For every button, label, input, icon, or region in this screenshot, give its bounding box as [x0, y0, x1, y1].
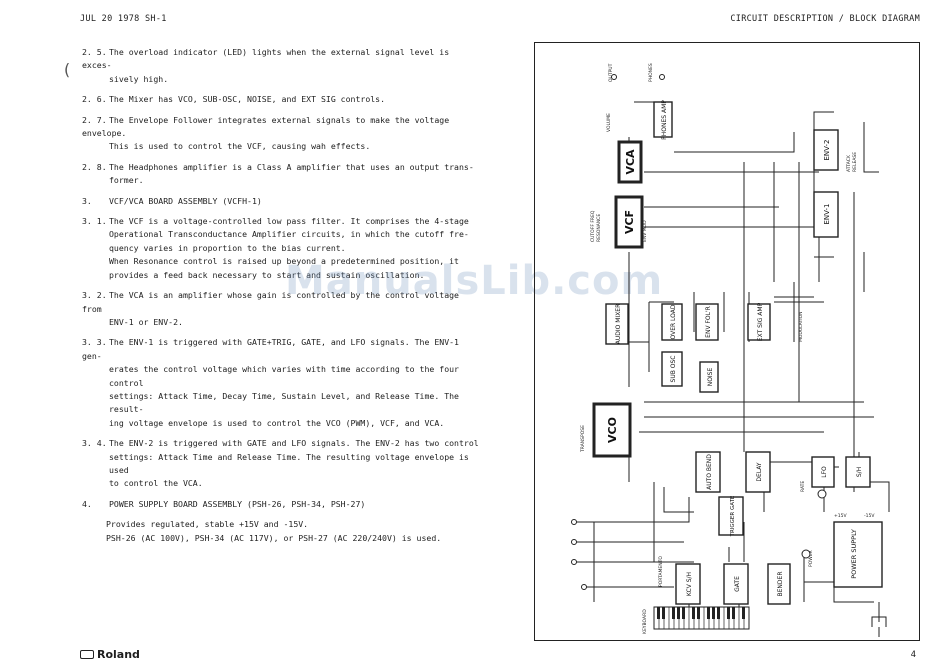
keyboard-graphic: [653, 606, 750, 630]
phones-amp-block: [653, 101, 673, 138]
sh-label: S/H: [856, 467, 863, 477]
roland-logo-icon: [80, 650, 94, 659]
ext-sig-amp-block: [747, 303, 771, 341]
paragraph-3-4: 3. 4.The ENV-2 is triggered with GATE an…: [82, 438, 479, 489]
power-supply-label: POWER SUPPLY: [850, 529, 858, 579]
noise-label: NOISE: [707, 368, 714, 387]
volume-label: VOLUME: [606, 113, 612, 132]
kcv-sh-block: [675, 563, 701, 605]
portamento-label: PORTAMENTO: [658, 556, 664, 587]
paragraph-2-7: 2. 7.The Envelope Follower integrates ex…: [82, 114, 450, 152]
vco-label: VCO: [606, 417, 619, 443]
env2-label: ENV-2: [823, 139, 831, 160]
section-4-body: Provides regulated, stable +15V and -15V…: [106, 519, 442, 543]
paragraph-3-1: 3. 1.The VCF is a voltage-controlled low…: [82, 216, 469, 280]
delay-label: DELAY: [756, 462, 763, 482]
power-label: POWER: [808, 550, 814, 567]
paragraph-3-2: 3. 2.The VCA is an amplifier whose gain …: [82, 290, 459, 327]
lfo-label: LFO: [821, 466, 828, 478]
sh-block: [845, 456, 871, 488]
paragraph-2-6: 2. 6.The Mixer has VCO, SUB-OSC, NOISE, …: [82, 94, 386, 105]
trigger-gate-label: TRIGGER GATE: [730, 495, 736, 537]
env1-label: ENV-1: [823, 203, 831, 224]
keyboard-label: KEYBOARD: [642, 609, 648, 634]
scan-mark: (: [62, 60, 72, 79]
minus15-label: -15V: [864, 513, 875, 519]
paragraph-3-3: 3. 3.The ENV-1 is triggered with GATE+TR…: [82, 337, 459, 428]
noise-block: [699, 361, 719, 393]
modulation-label: MODULATION: [798, 311, 804, 342]
cutoff-label: CUTOFF FREQ: [590, 210, 596, 242]
rate-label: RATE: [800, 481, 806, 492]
plus15-label: +15V: [834, 513, 847, 519]
lfo-block: [811, 456, 835, 488]
ext-sig-amp-label: EXT SIG AMP: [757, 302, 764, 341]
release-label: RELEASE: [852, 152, 858, 172]
header-left: JUL 20 1978 SH-1: [80, 14, 167, 24]
roland-logo: Roland: [80, 648, 140, 661]
paragraph-2-5: 2. 5.The overload indicator (LED) lights…: [82, 47, 450, 84]
gate-block: [723, 563, 749, 605]
resonance-label: RESONANCE: [596, 214, 602, 242]
plug-icon: [871, 616, 887, 637]
sub-osc-label: SUB OSC: [670, 356, 677, 383]
output-label: OUTPUT: [608, 63, 614, 82]
env-follower-label: ENV FOL'R: [705, 306, 712, 338]
transpose-label: TRANSPOSE: [580, 425, 586, 453]
attack-label: ATTACK: [846, 154, 852, 172]
bender-label: BENDER: [777, 572, 784, 597]
vcf-label: VCF: [623, 210, 636, 234]
vca-label: VCA: [624, 149, 637, 175]
bender-block: [767, 563, 791, 605]
page-number: 4: [910, 650, 916, 660]
auto-bend-label: AUTO BEND: [706, 454, 713, 490]
phones-label: PHONES: [648, 63, 654, 82]
env-mod-label: ENV MOD: [642, 220, 648, 242]
trigger-gate-block: [718, 496, 744, 536]
env-follower-block: [695, 303, 719, 341]
audio-mixer-block: [605, 303, 629, 345]
block-diagram: VCA VCF VCO PHONES AMP ENV-2 ENV-1 AUDIO…: [534, 42, 920, 641]
power-supply-block: [833, 521, 883, 588]
diagram-frame: [534, 42, 920, 641]
auto-bend-block: [695, 451, 721, 493]
watermark: ManualsLib.com: [285, 258, 664, 304]
audio-mixer-label: AUDIO MIXER: [615, 304, 622, 345]
section-4-heading: 4.POWER SUPPLY BOARD ASSEMBLY (PSH-26, P…: [82, 498, 366, 509]
phones-amp-label: PHONES AMP: [661, 100, 668, 140]
sub-osc-block: [661, 351, 683, 387]
vcf-block: [614, 195, 644, 249]
body-text: 2. 5.The overload indicator (LED) lights…: [82, 46, 482, 552]
vca-block: [617, 140, 643, 184]
overload-label: OVER LOAD: [670, 304, 677, 339]
header-right: CIRCUIT DESCRIPTION / BLOCK DIAGRAM: [730, 14, 920, 24]
vco-block: [592, 402, 632, 458]
delay-block: [745, 451, 771, 493]
env1-block: [813, 191, 839, 238]
overload-block: [661, 303, 683, 341]
paragraph-2-8: 2. 8.The Headphones amplifier is a Class…: [82, 161, 474, 186]
gate-label: GATE: [734, 576, 741, 592]
section-3-heading: 3.VCF/VCA BOARD ASSEMBLY (VCFH-1): [82, 195, 262, 206]
env2-block: [813, 129, 839, 171]
kcv-sh-label: KCV S/H: [686, 572, 693, 596]
